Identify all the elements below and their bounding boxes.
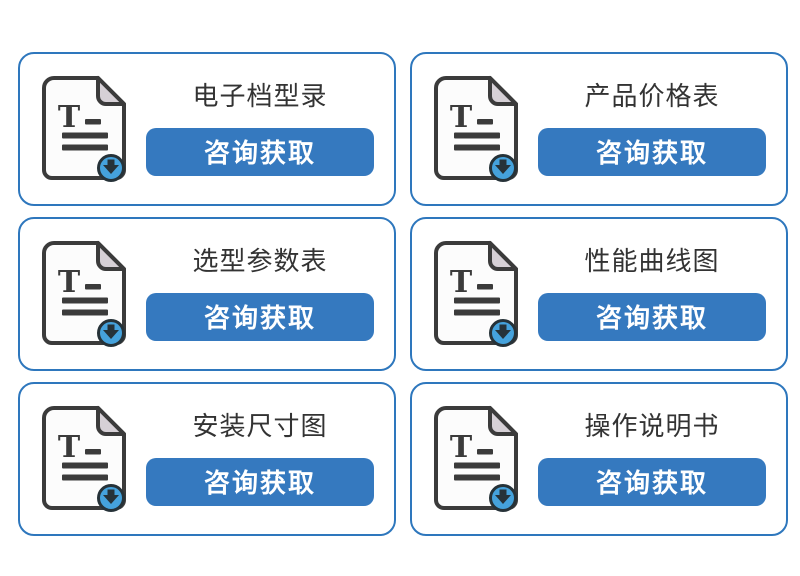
- inquiry-button[interactable]: 咨询获取: [538, 292, 766, 341]
- card-title: 性能曲线图: [584, 246, 720, 277]
- inquiry-button[interactable]: 咨询获取: [146, 457, 374, 506]
- card-installation-dimensions: 安装尺寸图 咨询获取: [18, 382, 396, 536]
- card-content: 安装尺寸图 咨询获取: [132, 411, 394, 506]
- card-selection-parameters: 选型参数表 咨询获取: [18, 217, 396, 371]
- card-content: 性能曲线图 咨询获取: [524, 246, 786, 341]
- document-download-icon: [40, 239, 132, 349]
- download-card-grid: 电子档型录 咨询获取 产品价格表 咨询获取 选型参数表 咨询获取 性能曲线图 咨…: [18, 52, 788, 536]
- document-download-icon: [432, 239, 524, 349]
- document-download-icon: [432, 74, 524, 184]
- document-download-icon: [40, 404, 132, 514]
- inquiry-button[interactable]: 咨询获取: [146, 292, 374, 341]
- card-title: 产品价格表: [584, 81, 720, 112]
- card-title: 选型参数表: [192, 246, 328, 277]
- document-download-icon: [432, 404, 524, 514]
- inquiry-button[interactable]: 咨询获取: [538, 457, 766, 506]
- document-download-icon: [40, 74, 132, 184]
- card-content: 产品价格表 咨询获取: [524, 81, 786, 176]
- card-content: 选型参数表 咨询获取: [132, 246, 394, 341]
- card-electronic-catalog: 电子档型录 咨询获取: [18, 52, 396, 206]
- card-operation-manual: 操作说明书 咨询获取: [410, 382, 788, 536]
- card-title: 电子档型录: [192, 81, 328, 112]
- card-title: 安装尺寸图: [192, 411, 328, 442]
- card-content: 电子档型录 咨询获取: [132, 81, 394, 176]
- card-content: 操作说明书 咨询获取: [524, 411, 786, 506]
- card-performance-curve: 性能曲线图 咨询获取: [410, 217, 788, 371]
- inquiry-button[interactable]: 咨询获取: [538, 127, 766, 176]
- inquiry-button[interactable]: 咨询获取: [146, 127, 374, 176]
- card-title: 操作说明书: [584, 411, 720, 442]
- card-price-list: 产品价格表 咨询获取: [410, 52, 788, 206]
